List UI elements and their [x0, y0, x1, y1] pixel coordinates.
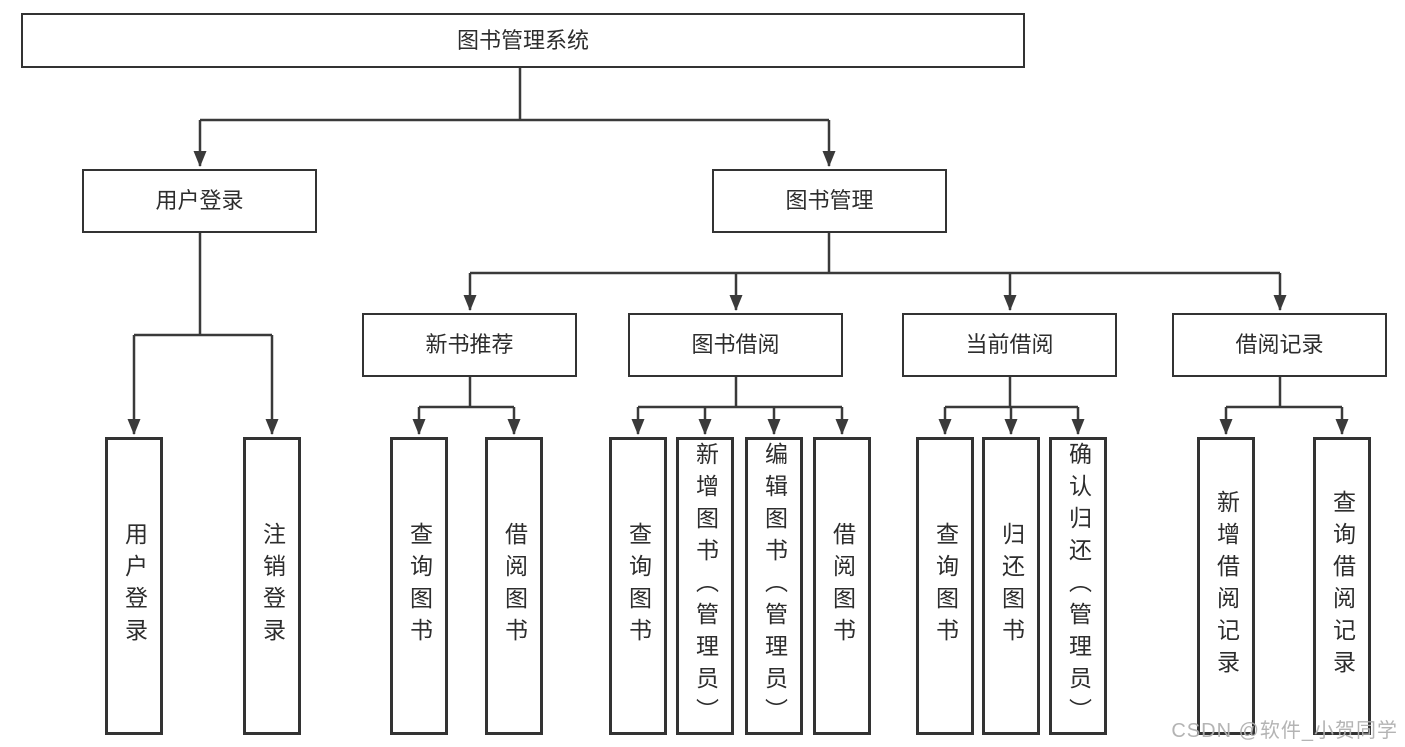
node-book-management: 图书管理: [712, 169, 947, 233]
leaf-add-book-admin: 新增图书（管理员）: [676, 437, 734, 735]
connector-user-login-subtree: [127, 233, 279, 435]
node-current-borrowing: 当前借阅: [902, 313, 1117, 377]
node-borrowing-records: 借阅记录: [1172, 313, 1387, 377]
leaf-logout: 注销登录: [243, 437, 301, 735]
leaf-query-books-current: 查询图书: [916, 437, 974, 735]
leaf-edit-book-admin: 编辑图书（管理员）: [745, 437, 803, 735]
connector-new-book-subtree: [412, 377, 521, 435]
node-library-management-system: 图书管理系统: [21, 13, 1025, 68]
connector-book-borrowing-subtree: [631, 377, 849, 435]
leaf-query-books-borrowing: 查询图书: [609, 437, 667, 735]
csdn-watermark: CSDN @软件_小贺同学: [1171, 720, 1398, 742]
node-user-login-group: 用户登录: [82, 169, 317, 233]
leaf-query-books-recommend: 查询图书: [390, 437, 448, 735]
node-book-borrowing: 图书借阅: [628, 313, 843, 377]
leaf-borrow-books-borrowing: 借阅图书: [813, 437, 871, 735]
leaf-confirm-return-admin: 确认归还（管理员）: [1049, 437, 1107, 735]
leaf-add-borrow-record: 新增借阅记录: [1197, 437, 1255, 735]
leaf-query-borrow-record: 查询借阅记录: [1313, 437, 1371, 735]
connector-root-to-level2: [193, 68, 836, 167]
connector-book-management-to-level3: [463, 233, 1287, 311]
connector-borrowing-records-subtree: [1219, 377, 1349, 435]
leaf-return-books: 归还图书: [982, 437, 1040, 735]
connector-current-borrowing-subtree: [938, 377, 1085, 435]
node-new-book-recommendation: 新书推荐: [362, 313, 577, 377]
leaf-borrow-books-recommend: 借阅图书: [485, 437, 543, 735]
leaf-user-login: 用户登录: [105, 437, 163, 735]
